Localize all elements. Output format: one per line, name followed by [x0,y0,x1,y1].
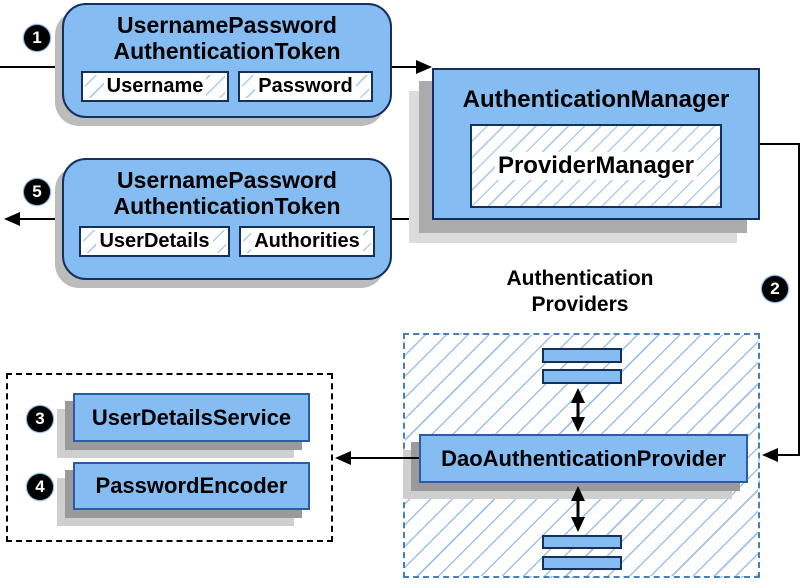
password-encoder-label: PasswordEncoder [95,473,288,498]
collaborators-box [6,373,333,542]
token-title: UsernamePassword AuthenticationToken [113,5,340,64]
provider-stack-bar [542,535,622,549]
provider-manager-label: ProviderManager [494,152,698,180]
arrow-left-icon [762,448,778,462]
username-field-box: Username [81,71,229,102]
provider-stack-bar [542,369,622,384]
arrow-left-icon [4,212,20,226]
password-field-box: Password [238,71,373,102]
token-fields: Username Password [81,71,373,102]
provider-stack-bar [542,348,622,363]
providers-label-line1: Authentication [506,267,654,290]
manager-to-provider-arrow [760,143,800,462]
arrow-left-icon [335,451,351,465]
password-encoder-box: PasswordEncoder [73,462,310,510]
provider-stack-bar [542,556,622,570]
authorities-label: Authorities [251,230,363,253]
providers-label-line2: Providers [531,293,629,316]
token-title-line2: AuthenticationToken [113,38,341,64]
arrow-right-icon [416,60,432,74]
token-title-line1: UsernamePassword [117,167,337,193]
step-1-badge: 1 [24,25,50,51]
password-label: Password [255,75,356,98]
dao-authentication-provider-label: DaoAuthenticationProvider [441,445,726,471]
authentication-manager-box: AuthenticationManager ProviderManager [432,68,760,220]
username-label: Username [103,75,207,98]
user-details-field-box: UserDetails [79,226,230,257]
token-title-line1: UsernamePassword [117,12,337,38]
step-5-badge: 5 [24,179,50,205]
step-2-badge: 2 [762,276,788,302]
authorities-field-box: Authorities [239,226,375,257]
step-4-badge: 4 [27,474,53,500]
user-details-service-label: UserDetailsService [91,404,292,430]
username-password-token-response: UsernamePassword AuthenticationToken Use… [62,158,392,280]
dao-authentication-provider-box: DaoAuthenticationProvider [419,434,748,483]
step-3-badge: 3 [27,406,53,432]
authentication-manager-title: AuthenticationManager [462,86,730,113]
user-details-label: UserDetails [96,230,213,253]
token-fields: UserDetails Authorities [79,226,375,257]
token-title-line2: AuthenticationToken [113,193,341,219]
provider-manager-box: ProviderManager [470,124,722,208]
username-password-token-request: UsernamePassword AuthenticationToken Use… [62,3,392,118]
token-title: UsernamePassword AuthenticationToken [113,160,340,219]
user-details-service-box: UserDetailsService [73,393,310,442]
authentication-providers-label: Authentication Providers [460,266,700,318]
